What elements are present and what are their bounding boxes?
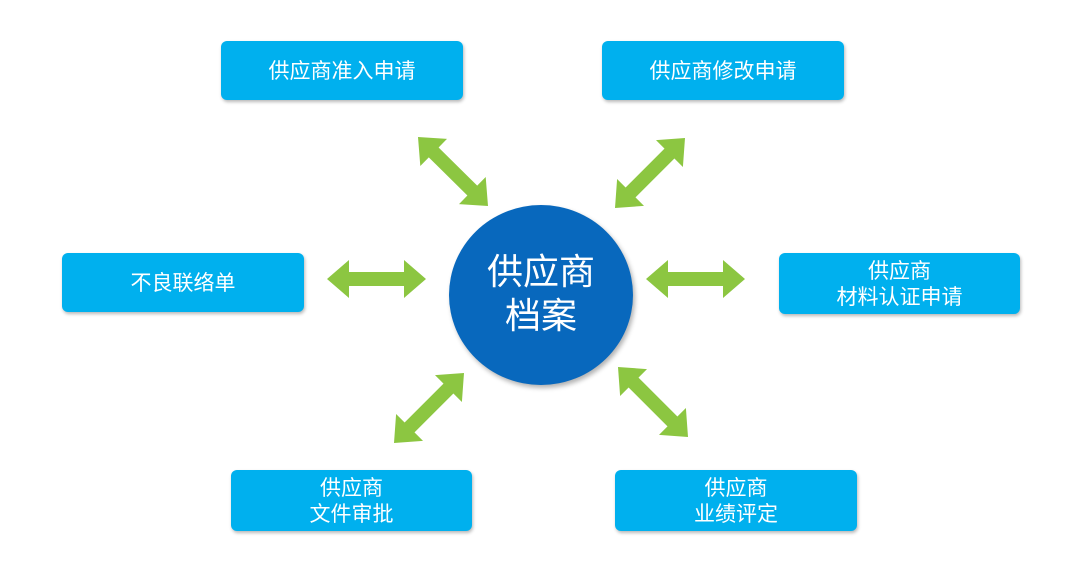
- supplier-performance-evaluation-box[interactable]: 供应商 业绩评定: [615, 470, 857, 531]
- supplier-modify-request-label: 供应商修改申请: [649, 58, 797, 83]
- supplier-material-certification-line1: 供应商: [868, 258, 931, 283]
- arrow-modify-hub: [615, 138, 685, 208]
- supplier-archive-title-line1: 供应商: [486, 252, 595, 293]
- supplier-admission-request-label: 供应商准入申请: [268, 58, 416, 83]
- supplier-performance-evaluation-line2: 业绩评定: [694, 501, 778, 526]
- supplier-archive-hub[interactable]: 供应商 档案: [449, 205, 633, 385]
- supplier-file-approval-box[interactable]: 供应商 文件审批: [231, 470, 472, 531]
- supplier-admission-request-box[interactable]: 供应商准入申请: [221, 41, 463, 100]
- supplier-material-certification-line2: 材料认证申请: [836, 284, 963, 309]
- arrow-file-hub: [394, 373, 464, 443]
- arrow-admission-hub: [418, 137, 488, 206]
- supplier-material-certification-box[interactable]: 供应商 材料认证申请: [779, 253, 1020, 314]
- supplier-archive-title-line2: 档案: [504, 296, 577, 337]
- supplier-file-approval-line1: 供应商: [320, 475, 383, 500]
- arrow-material-hub: [646, 260, 745, 298]
- supplier-modify-request-box[interactable]: 供应商修改申请: [602, 41, 844, 100]
- arrow-performance-hub: [618, 367, 688, 437]
- defect-contact-sheet-box[interactable]: 不良联络单: [62, 253, 304, 312]
- supplier-performance-evaluation-line1: 供应商: [704, 475, 768, 500]
- defect-contact-sheet-label: 不良联络单: [130, 270, 236, 295]
- arrow-defect-hub: [327, 260, 426, 298]
- supplier-file-approval-line2: 文件审批: [309, 501, 394, 526]
